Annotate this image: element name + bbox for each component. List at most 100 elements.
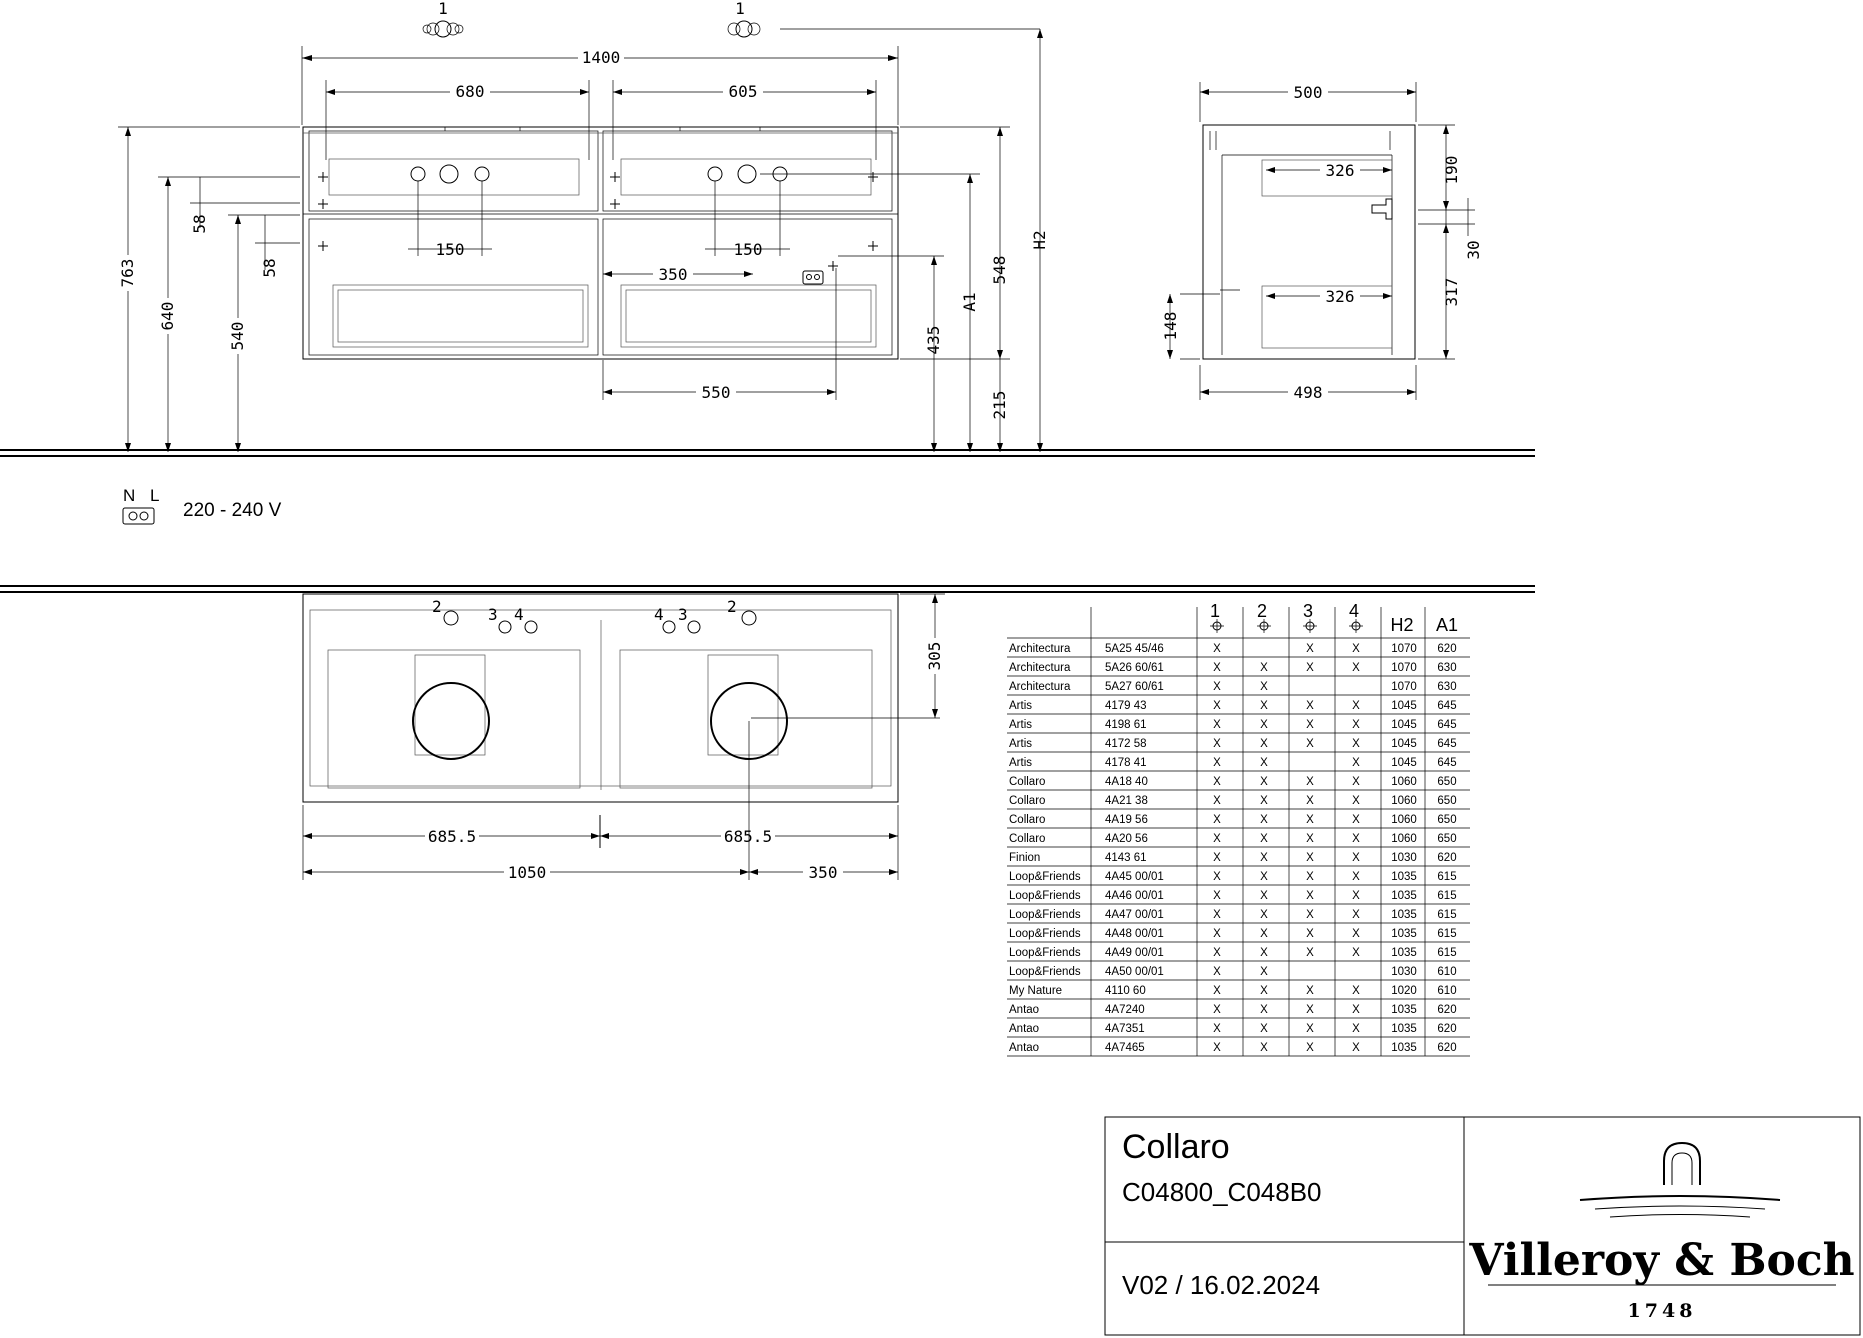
table-cell: Antao xyxy=(1009,1042,1039,1054)
table-cell: X xyxy=(1306,833,1314,845)
dim-A1: A1 xyxy=(960,292,979,311)
table-cell: 1035 xyxy=(1391,1004,1417,1016)
table-cell: 4A46 00/01 xyxy=(1105,890,1164,902)
callout-4-right: 4 xyxy=(654,605,664,624)
table-cell: 645 xyxy=(1437,738,1456,750)
table-cell: X xyxy=(1213,909,1221,921)
table-cell: 650 xyxy=(1437,833,1456,845)
dim-58-a: 58 xyxy=(190,214,209,233)
callout-3-left: 3 xyxy=(488,605,498,624)
table-cell: Antao xyxy=(1009,1023,1039,1035)
table-cell: 1035 xyxy=(1391,947,1417,959)
dim-150-left: 150 xyxy=(436,240,465,259)
table-cell: 4A19 56 xyxy=(1105,814,1148,826)
table-cell: X xyxy=(1306,738,1314,750)
dim-H2: H2 xyxy=(1030,230,1049,249)
cabinet-top xyxy=(302,593,899,803)
table-cell: Collaro xyxy=(1009,814,1045,826)
table-cell: 4A7465 xyxy=(1105,1042,1145,1054)
table-cell: 1045 xyxy=(1391,738,1417,750)
table-cell: X xyxy=(1352,795,1360,807)
table-cell: X xyxy=(1260,662,1268,674)
table-cell: X xyxy=(1260,909,1268,921)
callout-3-right: 3 xyxy=(678,605,688,624)
table-cell: 4110 60 xyxy=(1105,985,1146,997)
dim-498: 498 xyxy=(1294,383,1323,402)
table-cell: X xyxy=(1213,928,1221,940)
table-cell: 4A47 00/01 xyxy=(1105,909,1164,921)
table-cell: X xyxy=(1352,928,1360,940)
table-cell: X xyxy=(1260,1042,1268,1054)
dim-548: 548 xyxy=(990,256,1009,285)
table-cell: 1020 xyxy=(1391,985,1417,997)
table-cell: 615 xyxy=(1437,947,1456,959)
table-cell: 1045 xyxy=(1391,757,1417,769)
table-grid xyxy=(1007,607,1470,1057)
table-cell: X xyxy=(1260,928,1268,940)
table-cell: X xyxy=(1306,814,1314,826)
table-cell: X xyxy=(1213,852,1221,864)
table-cell: X xyxy=(1260,966,1268,978)
table-cell: X xyxy=(1260,890,1268,902)
table-cell: 1035 xyxy=(1391,1023,1417,1035)
table-cell: X xyxy=(1306,1004,1314,1016)
table-cell: X xyxy=(1260,985,1268,997)
dim-317: 317 xyxy=(1442,278,1461,307)
table-cell: X xyxy=(1260,1004,1268,1016)
table-cell: X xyxy=(1260,795,1268,807)
table-cell: X xyxy=(1213,1023,1221,1035)
table-cell: X xyxy=(1306,947,1314,959)
table-cell: X xyxy=(1260,738,1268,750)
table-cell: 1070 xyxy=(1391,681,1417,693)
table-cell: X xyxy=(1213,700,1221,712)
col-header-1: 1 xyxy=(1210,601,1220,621)
table-cell: 4198 61 xyxy=(1105,719,1147,731)
table-cell: Artis xyxy=(1009,757,1032,769)
table-cell: 1035 xyxy=(1391,890,1417,902)
table-cell: 4178 41 xyxy=(1105,757,1147,769)
table-cell: X xyxy=(1213,814,1221,826)
table-cell: Loop&Friends xyxy=(1009,909,1081,921)
callout-2-left: 2 xyxy=(432,597,442,616)
table-cell: X xyxy=(1213,871,1221,883)
product-code: C04800_C048B0 xyxy=(1122,1177,1322,1207)
table-cell: X xyxy=(1260,814,1268,826)
table-cell: X xyxy=(1306,700,1314,712)
dim-vertical-left: 763 640 540 58 58 xyxy=(118,126,300,452)
table-cell: 615 xyxy=(1437,871,1456,883)
table-cell: Architectura xyxy=(1009,662,1071,674)
dim-500: 500 xyxy=(1294,83,1323,102)
table-cell: My Nature xyxy=(1009,985,1062,997)
callout-4-left: 4 xyxy=(514,605,524,624)
table-cell: 4172 58 xyxy=(1105,738,1147,750)
table-cell: X xyxy=(1306,985,1314,997)
dim-148: 148 xyxy=(1161,312,1180,341)
col-header-3: 3 xyxy=(1303,601,1313,621)
callout-1-right: 1 xyxy=(727,0,1040,38)
callout-label: 1 xyxy=(438,0,448,18)
table-cell: Artis xyxy=(1009,719,1032,731)
table-cell: X xyxy=(1352,757,1360,769)
dim-30: 30 xyxy=(1464,240,1483,259)
table-cell: X xyxy=(1213,795,1221,807)
table-cell: 4143 61 xyxy=(1105,852,1147,864)
table-cell: X xyxy=(1352,719,1360,731)
table-cell: X xyxy=(1213,776,1221,788)
title-block: Collaro C04800_C048B0 V02 / 16.02.2024 V… xyxy=(1104,1116,1861,1336)
table-cell: 645 xyxy=(1437,757,1456,769)
table-cell: X xyxy=(1306,662,1314,674)
table-cell: 4A18 40 xyxy=(1105,776,1148,788)
table-cell: 610 xyxy=(1437,966,1456,978)
table-cell: X xyxy=(1213,890,1221,902)
table-cell: X xyxy=(1352,814,1360,826)
table-cell: 615 xyxy=(1437,890,1456,902)
dim-435: 435 xyxy=(924,326,943,355)
